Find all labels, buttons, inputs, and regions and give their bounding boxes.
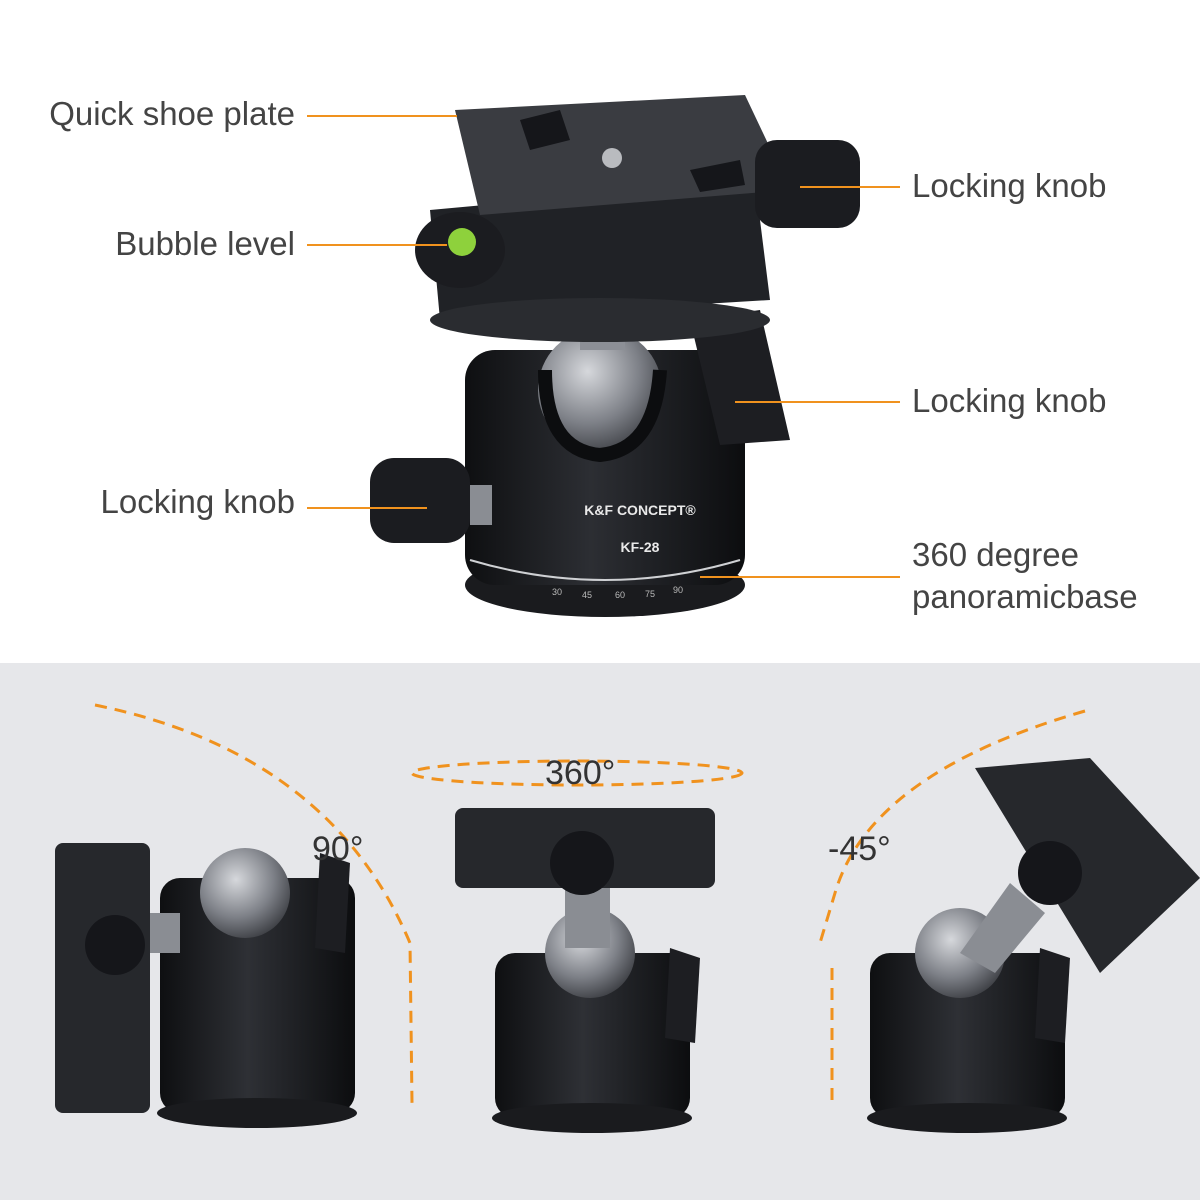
callout-locking-knob-left: Locking knob	[100, 483, 295, 520]
ball-head-product-image: K&F CONCEPT® KF-28 30 45 60 75 90	[370, 95, 860, 617]
ball-head-upright	[455, 808, 715, 1133]
scale-marks: 30 45 60 75 90	[552, 585, 683, 600]
callout-line	[735, 401, 900, 403]
rotate-360-ellipse	[410, 759, 744, 787]
tilt-45-arc	[818, 709, 1086, 944]
angle-label-360: 360°	[545, 754, 616, 792]
callout-line	[800, 186, 900, 188]
callout-line	[307, 244, 447, 246]
svg-text:45: 45	[582, 590, 592, 600]
brand-logo: K&F CONCEPT®	[584, 502, 696, 518]
tilt-90-arc	[94, 703, 414, 1104]
svg-text:90: 90	[673, 585, 683, 595]
ball-head-tilted-90	[55, 843, 357, 1128]
callout-panoramic-line1: 360 degree	[912, 536, 1079, 573]
callout-line	[307, 115, 457, 117]
callout-panoramic-line2: panoramicbase	[912, 578, 1138, 615]
svg-text:75: 75	[645, 589, 655, 599]
callout-line	[307, 507, 427, 509]
callout-quick-shoe-plate: Quick shoe plate	[49, 95, 295, 132]
svg-text:60: 60	[615, 590, 625, 600]
svg-text:30: 30	[552, 587, 562, 597]
angle-demo-illustrations	[55, 703, 1200, 1133]
angle-label-90: 90°	[312, 830, 364, 868]
angle-demo-panel: 90° 360° -45°	[0, 663, 1200, 1200]
product-feature-panel: K&F CONCEPT® KF-28 30 45 60 75 90 Quick …	[49, 95, 1138, 617]
angle-label-minus-45: -45°	[828, 830, 891, 868]
ball-head-tilted-minus-45	[867, 758, 1200, 1133]
callout-locking-knob-top: Locking knob	[912, 167, 1107, 204]
callout-locking-knob-mid: Locking knob	[912, 382, 1107, 419]
callout-bubble-level: Bubble level	[115, 225, 295, 262]
callout-line	[700, 576, 900, 578]
model-label: KF-28	[621, 539, 660, 555]
